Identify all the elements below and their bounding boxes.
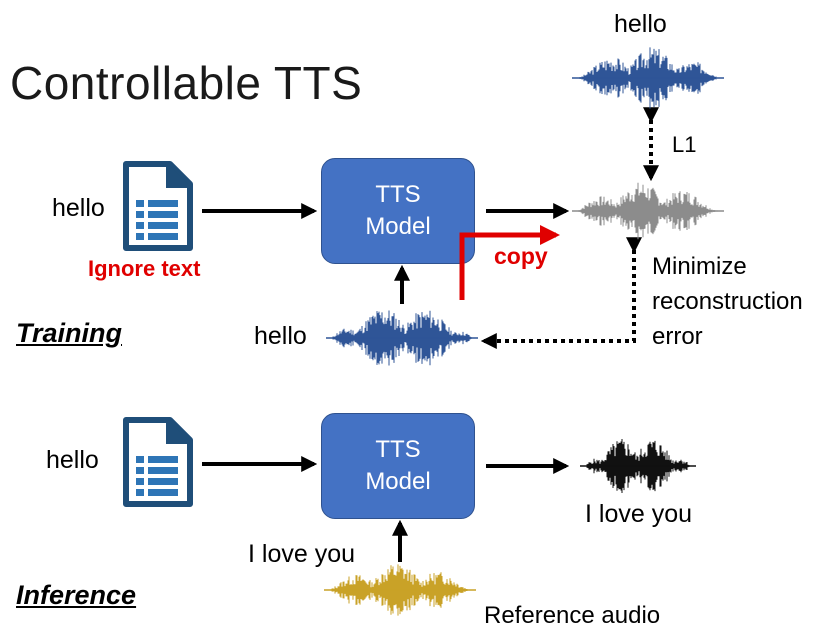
waveform-training-output xyxy=(572,182,724,240)
document-icon xyxy=(123,161,193,251)
objective-line2: reconstruction xyxy=(652,288,803,315)
model-label-line2: Model xyxy=(365,213,431,240)
reference-audio-label: Reference audio xyxy=(484,602,661,629)
waveform-inference-output xyxy=(580,439,696,493)
tts-model-inference-box: TTS Model xyxy=(321,413,475,519)
inference-reference-text: I love you xyxy=(248,540,356,568)
training-section-label: Training xyxy=(16,318,123,348)
training-input-text: hello xyxy=(52,194,105,222)
training-reference-text: hello xyxy=(254,322,307,350)
reconstruction-dotted-arrow xyxy=(480,237,642,349)
output-text: I love you xyxy=(585,500,693,528)
inference-section-label: Inference xyxy=(16,580,137,610)
l1-loss-label: L1 xyxy=(672,132,697,157)
model-label-line1: TTS xyxy=(375,181,421,208)
ignore-text-label: Ignore text xyxy=(88,256,201,281)
tts-model-training-box: TTS Model xyxy=(321,158,475,264)
objective-line1: Minimize xyxy=(652,253,747,280)
document-icon xyxy=(123,417,193,507)
copy-arrow xyxy=(459,225,560,300)
waveform-target xyxy=(572,47,724,109)
model-label-line1: TTS xyxy=(375,436,421,463)
waveform-reference-audio xyxy=(324,564,476,616)
objective-line3: error xyxy=(652,323,703,350)
inference-input-text: hello xyxy=(46,446,99,474)
waveform-training-reference xyxy=(326,310,478,366)
model-label-line2: Model xyxy=(365,468,431,495)
page-title: Controllable TTS xyxy=(10,57,363,109)
target-text: hello xyxy=(614,10,667,38)
